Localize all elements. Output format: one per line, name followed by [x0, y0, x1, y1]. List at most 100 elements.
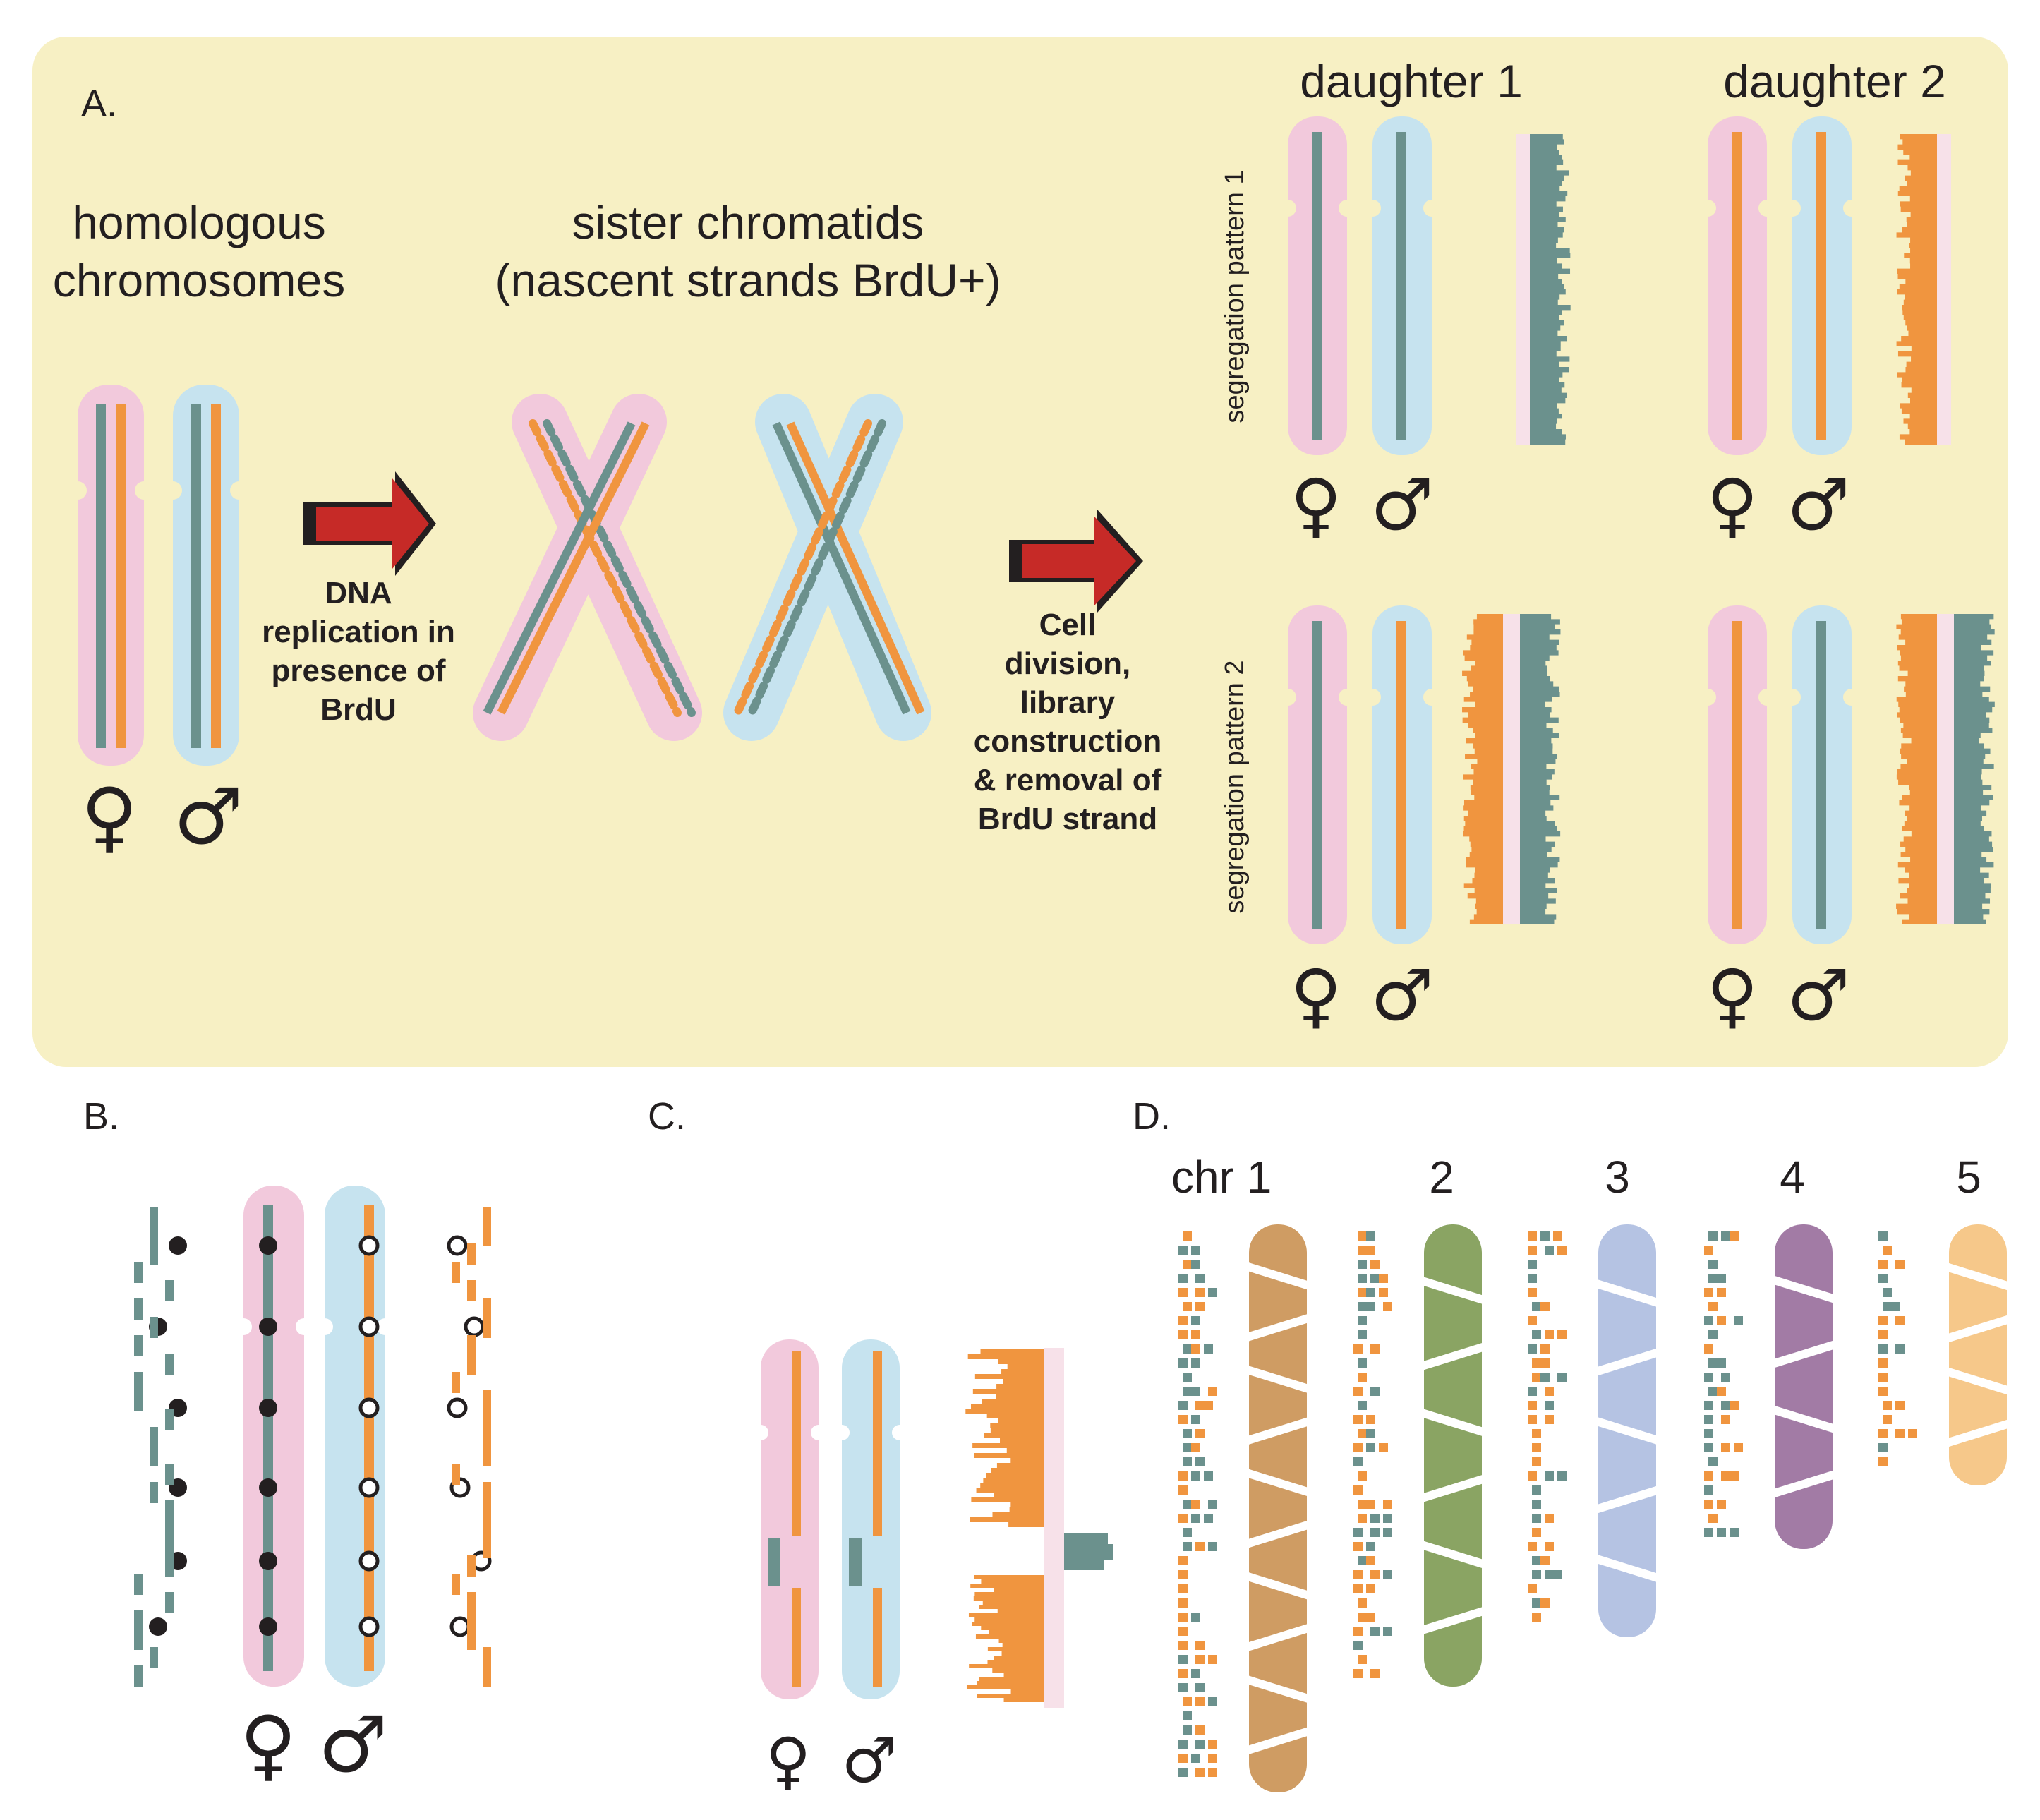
read-dash — [483, 1647, 491, 1668]
panel-c-paternal-chromosome — [842, 1339, 900, 1699]
read-open-marker-icon — [449, 1616, 471, 1637]
strand-read-square — [1358, 1330, 1367, 1339]
strand-read-square — [1383, 1302, 1392, 1311]
read-dash — [483, 1409, 491, 1430]
read-dash — [134, 1298, 143, 1320]
strand-read-square — [1528, 1387, 1537, 1396]
strand-read-square — [1532, 1598, 1541, 1608]
histogram-bar — [981, 1579, 1044, 1584]
strand-read-square — [1183, 1373, 1192, 1382]
strand-read-square — [1383, 1528, 1392, 1537]
histogram-bar — [990, 1428, 1044, 1433]
read-dash — [165, 1555, 174, 1577]
strand-read-square — [1895, 1316, 1905, 1325]
read-dash — [452, 1372, 460, 1393]
panel-b-paternal-chromosome — [325, 1186, 385, 1687]
chromosome-band-gap — [1245, 1572, 1311, 1601]
strand-read-square — [1208, 1754, 1217, 1763]
strand-read-square — [1191, 1754, 1200, 1763]
strand-read-square — [1878, 1344, 1888, 1354]
strand-read-square — [1708, 1260, 1718, 1269]
read-dash — [165, 1409, 174, 1430]
panel-b-maternal-chromosome — [243, 1186, 304, 1687]
strand-read-square — [1878, 1274, 1888, 1283]
strand-read-square — [1183, 1429, 1192, 1438]
strand-read-square — [1183, 1387, 1192, 1396]
read-marker-icon — [149, 1617, 167, 1636]
strand-read-square — [1708, 1457, 1718, 1466]
read-dash — [452, 1574, 460, 1595]
read-dash — [483, 1537, 491, 1558]
strand-read-square — [1366, 1556, 1375, 1565]
strand-read-square — [1545, 1246, 1554, 1255]
strand-read-square — [1704, 1246, 1713, 1255]
sister-chromatids-heading-line2: (nascent strands BrdU+) — [495, 254, 1001, 306]
replication-caption-line4: BrdU — [320, 692, 397, 727]
strand-read-square — [1704, 1443, 1713, 1452]
strand-read-square — [1178, 1471, 1188, 1481]
division-caption-line6: BrdU strand — [978, 802, 1157, 836]
read-dash — [150, 1317, 158, 1338]
strand-read-square — [1358, 1500, 1367, 1509]
strand-read-square — [1204, 1401, 1213, 1410]
strand-read-square — [1895, 1260, 1905, 1269]
strand-read-square — [1708, 1387, 1718, 1396]
read-dash — [150, 1243, 158, 1265]
strand-read-square — [1528, 1231, 1537, 1241]
strand-read-square — [1528, 1584, 1537, 1593]
histogram-bar — [1008, 1522, 1044, 1527]
panel-d-karyogram — [1178, 1224, 2011, 1792]
strand-read-square — [1358, 1288, 1367, 1297]
histogram-bar — [1006, 1448, 1044, 1453]
strand-read-square — [1208, 1500, 1217, 1509]
strand-read-square — [1195, 1457, 1205, 1466]
strand-read-square — [1178, 1330, 1188, 1339]
read-dash — [134, 1335, 143, 1356]
strand-read-square — [1553, 1570, 1562, 1579]
strand-read-square — [1895, 1429, 1905, 1438]
strand-read-square — [1366, 1542, 1375, 1551]
strand-read-square — [1545, 1542, 1554, 1551]
female-symbol: ♀ — [1290, 954, 1341, 1037]
histogram-bar — [1003, 1673, 1044, 1677]
strand-read-square — [1383, 1514, 1392, 1523]
read-dash — [483, 1427, 491, 1448]
strand-read-square — [1178, 1316, 1188, 1325]
paternal-sister-chromatids — [723, 394, 931, 741]
strand-read-square — [1717, 1358, 1726, 1368]
strand-read-square — [1540, 1556, 1550, 1565]
strand-read-square — [1878, 1443, 1888, 1452]
read-dash — [165, 1464, 174, 1485]
panel-c-paternal-teal-segment — [849, 1538, 862, 1586]
strand-read-square — [1895, 1344, 1905, 1354]
strand-read-square — [1208, 1697, 1217, 1706]
strand-read-square — [1366, 1288, 1375, 1297]
filled-marker-icon — [259, 1552, 277, 1570]
strand-read-square — [1379, 1443, 1388, 1452]
histogram-bar — [1002, 1643, 1044, 1647]
histogram-bar — [986, 1414, 1044, 1418]
histogram-bar — [1007, 1364, 1044, 1369]
read-dash — [483, 1225, 491, 1246]
strand-read-square — [1532, 1528, 1541, 1537]
histogram-bar — [970, 1517, 1044, 1522]
chr-3-label: 3 — [1605, 1152, 1630, 1203]
histogram-bar — [977, 1694, 1044, 1698]
read-dash — [134, 1372, 143, 1393]
strand-read-square — [1353, 1627, 1363, 1636]
maternal-chromosome — [78, 385, 144, 766]
strand-read-square — [1178, 1584, 1188, 1593]
strand-read-square — [1708, 1302, 1718, 1311]
read-dash — [134, 1665, 143, 1687]
strand-read-square — [1545, 1401, 1554, 1410]
strand-read-square — [1734, 1443, 1743, 1452]
read-dash — [483, 1519, 491, 1540]
chromosome-band-gap — [1945, 1419, 2011, 1447]
panel-c-male-symbol: ♂ — [842, 1724, 898, 1797]
strand-read-square — [1704, 1344, 1713, 1354]
histogram-bar — [1010, 1458, 1044, 1463]
female-symbol: ♀ — [1290, 464, 1341, 546]
histogram-bar — [974, 1453, 1044, 1458]
chromosome-band-gap — [1420, 1541, 1486, 1569]
female-symbol: ♀ — [1706, 954, 1758, 1037]
